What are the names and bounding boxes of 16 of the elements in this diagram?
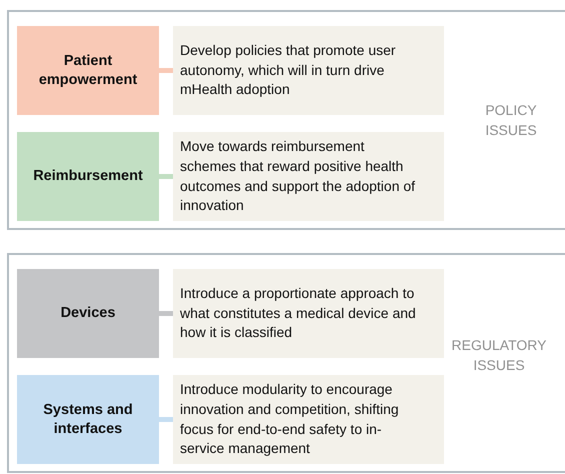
description-box: Introduce modularity to encourage innovation and competition, shifting focus for end-to-end safety to in-service management <box>173 375 444 464</box>
category-box: Patient empowerment <box>17 26 159 115</box>
category-box: Reimbursement <box>17 132 159 221</box>
group-panel <box>7 253 565 473</box>
category-box: Devices <box>17 269 159 358</box>
panel-heading: REGULATORY ISSUES <box>450 336 548 375</box>
panel-heading: POLICY ISSUES <box>484 101 538 140</box>
connector-line <box>159 311 173 316</box>
connector-line <box>159 174 173 179</box>
description-box: Introduce a proportionate approach to what constitutes a medical device and how it is classified <box>173 269 444 358</box>
connector-line <box>159 68 173 73</box>
category-box: Systems and interfaces <box>17 375 159 464</box>
description-box: Move towards reimbursement schemes that reward positive health outcomes and support the adoption of innovation <box>173 132 444 221</box>
group-panel <box>7 10 565 230</box>
connector-line <box>159 417 173 422</box>
description-box: Develop policies that promote user autonomy, which will in turn drive mHealth adoption <box>173 26 444 115</box>
